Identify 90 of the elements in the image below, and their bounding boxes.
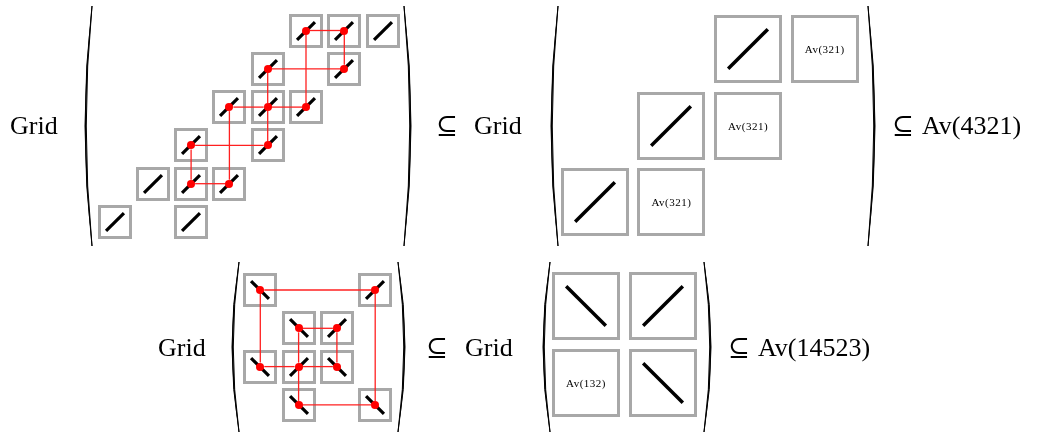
grid-cell [319,349,354,384]
grid-cell [243,273,278,307]
grid-cell [250,51,285,86]
grid-cell [212,166,247,201]
point-dot [263,141,272,150]
grid-cell [358,273,393,307]
grid-cell [552,348,620,417]
grid-cell [281,311,316,346]
connector-line [301,404,372,406]
grid-cell [174,205,209,239]
cell-label: Av(132) [565,376,607,389]
connector-line [271,106,303,108]
point-dot [263,103,272,112]
connector-line [263,365,296,368]
point-dot [263,64,272,73]
grid-cell [628,348,697,417]
connector-line [374,293,376,402]
point-dot [225,179,234,188]
connector-line [343,33,345,66]
math-text: Av(4321) [922,113,1022,139]
grid-cell [289,90,323,125]
grid-cell [250,128,285,163]
grid-cell [637,168,706,237]
grid-cell [365,13,400,48]
subset-symbol: ⊆ [892,113,914,139]
connector-line [263,289,372,291]
subset-symbol: ⊆ [426,335,448,361]
point-dot [302,103,310,112]
point-dot [225,103,234,112]
subset-symbol: ⊆ [436,113,458,139]
grid-cell [319,311,354,346]
grid-cell [174,166,209,201]
grid-cell [174,128,209,163]
grid-cell [790,15,859,83]
grid-cell [212,90,247,125]
connector-line [190,148,192,181]
point-dot [371,400,380,409]
connector-line [232,106,265,108]
connector-line [267,110,269,143]
connector-line [267,72,269,104]
point-dot [294,324,303,333]
point-dot [187,141,196,150]
point-dot [187,179,196,188]
grid-cell [327,51,362,86]
grid-cell [289,13,323,48]
math-text: Grid [10,113,58,139]
cell-label: Av(321) [803,43,846,55]
grid-cell [281,349,316,384]
connector-line [301,327,334,329]
connector-line [305,33,307,104]
point-dot [302,26,310,35]
connector-line [297,369,300,402]
point-dot [371,286,380,294]
grid-cell [97,205,132,239]
math-text: Grid [474,113,522,139]
grid-cell [552,272,620,340]
grid-cell [358,387,393,422]
cell-label: Av(321) [650,196,693,209]
grid-cell [327,13,362,48]
grid-cell [714,15,783,83]
point-dot [332,324,341,333]
connector-line [301,365,334,368]
point-dot [340,26,349,35]
math-text: Grid [158,335,206,361]
connector-line [194,183,227,185]
math-text: Grid [465,335,513,361]
grid-cell [281,387,316,422]
connector-line [336,331,338,364]
grid-cell [135,166,170,201]
cell-label: Av(321) [727,119,770,132]
grid-cell [560,168,629,237]
point-dot [332,362,341,371]
grid-cell [243,349,278,384]
point-dot [294,362,303,371]
grid-cell [628,272,697,340]
point-dot [256,362,265,371]
subset-symbol: ⊆ [728,335,750,361]
point-dot [256,286,265,294]
grid-cell [637,91,706,160]
connector-line [259,293,261,364]
point-dot [340,64,349,73]
grid-cell [714,91,783,160]
grid-cell [250,90,285,125]
connector-line [228,110,231,181]
connector-line [297,331,300,364]
connector-line [309,29,341,32]
point-dot [294,400,303,409]
connector-line [271,68,341,70]
math-text: Av(14523) [758,335,871,361]
connector-line [194,144,265,147]
